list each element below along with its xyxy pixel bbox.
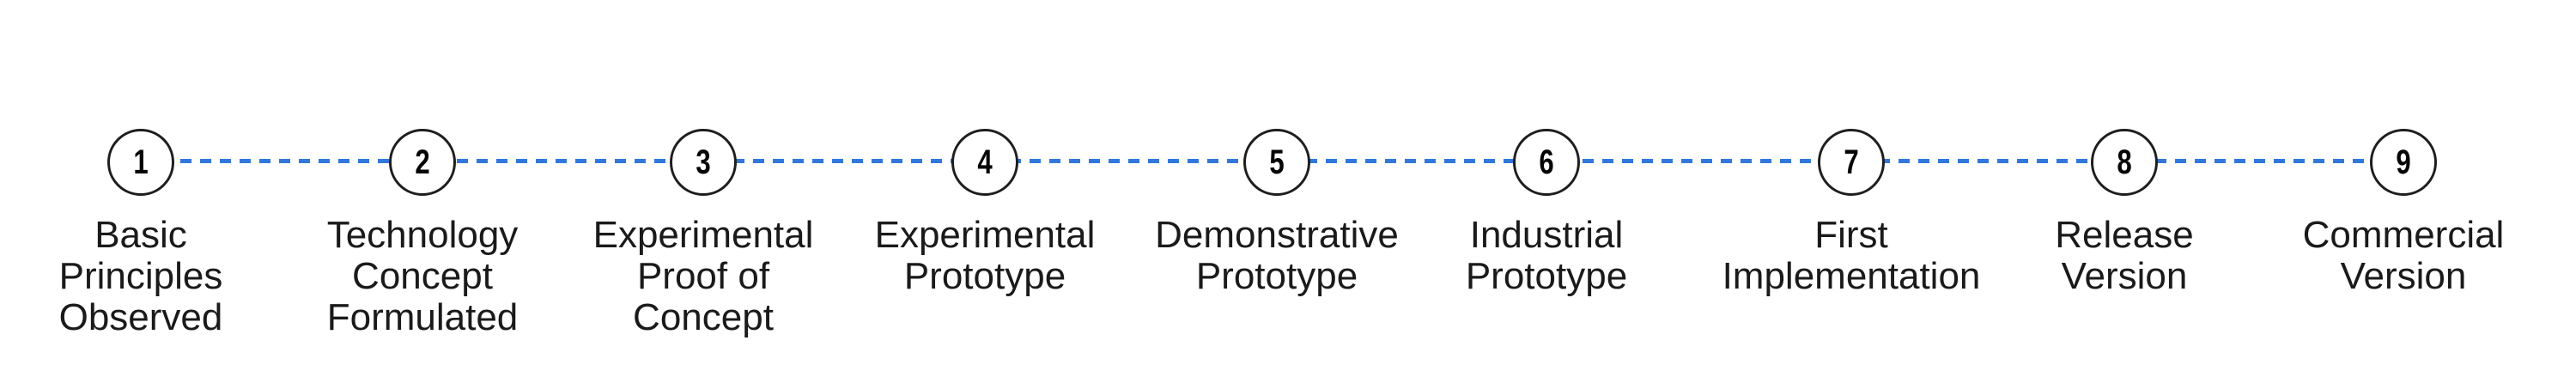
milestone-number: 7 (1844, 143, 1859, 181)
milestone-label: Basic Principles Observed (58, 214, 223, 338)
milestone-label: Technology Concept Formulated (326, 214, 519, 338)
milestone-label: Experimental Prototype (874, 214, 1096, 297)
milestone-number: 5 (1269, 143, 1285, 181)
milestone-circle: 2 (389, 129, 456, 196)
milestone-number: 9 (2396, 143, 2411, 181)
milestone-circle: 7 (1818, 129, 1885, 196)
milestone-number: 4 (977, 143, 993, 181)
milestone-circle: 5 (1243, 129, 1310, 196)
milestone-circle: 9 (2370, 129, 2437, 196)
milestone-number: 3 (696, 143, 711, 181)
milestone-label: Demonstrative Prototype (1155, 214, 1399, 297)
milestone-circle: 3 (670, 129, 737, 196)
milestone-label: Release Version (2055, 214, 2194, 297)
milestone-circle: 4 (951, 129, 1018, 196)
milestone-circle: 1 (107, 129, 174, 196)
milestone-circle: 8 (2091, 129, 2158, 196)
milestone-number: 1 (133, 143, 149, 181)
milestone-label: First Implementation (1722, 214, 1981, 297)
milestone-label: Experimental Proof of Concept (592, 214, 814, 338)
milestone-number: 8 (2117, 143, 2132, 181)
milestone-number: 2 (415, 143, 430, 181)
milestone-number: 6 (1539, 143, 1554, 181)
milestone-label: Industrial Prototype (1465, 214, 1628, 297)
milestone-label: Commercial Version (2302, 214, 2505, 297)
milestone-circle: 6 (1513, 129, 1580, 196)
